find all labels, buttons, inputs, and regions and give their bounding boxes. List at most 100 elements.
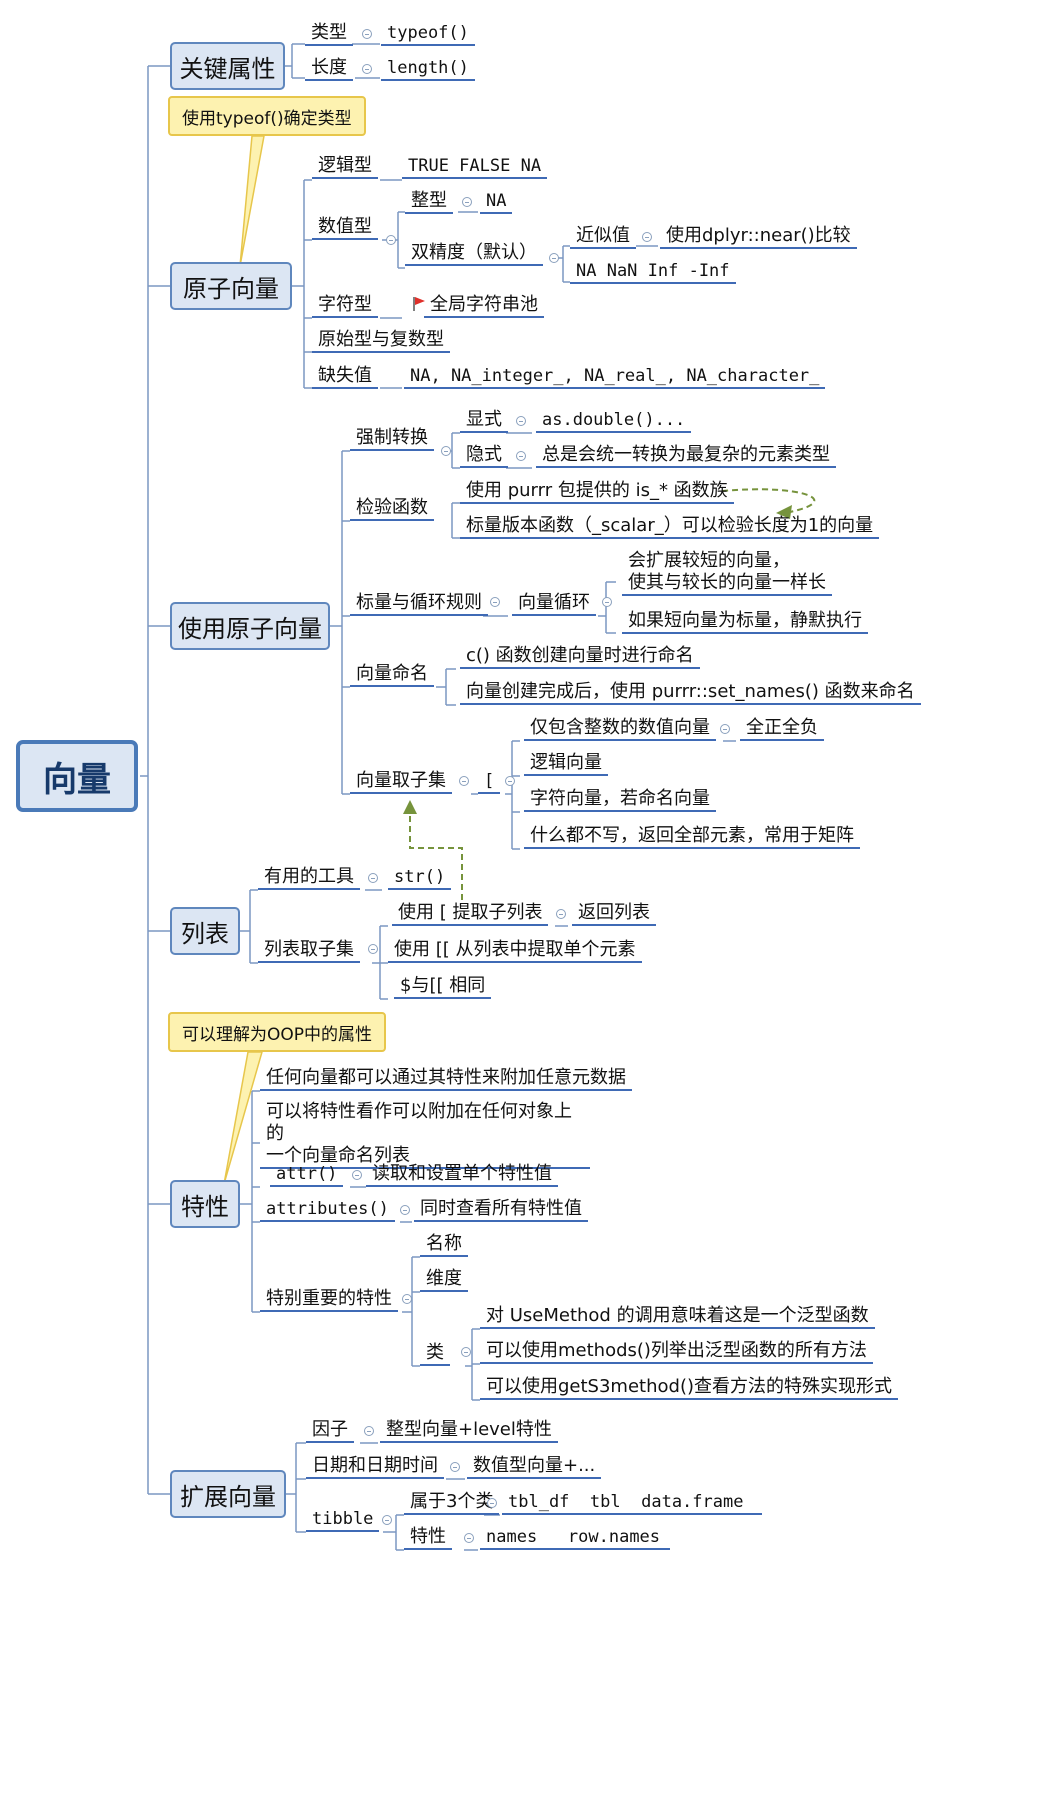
node-naming-set[interactable]: 向量创建完成后，使用 purrr::set_names() 函数来命名: [460, 681, 921, 705]
collapse-icon[interactable]: [364, 1426, 374, 1436]
node-class-gets3[interactable]: 可以使用getS3method()查看方法的特殊实现形式: [480, 1376, 898, 1400]
node-type-label[interactable]: 类型: [305, 22, 353, 46]
collapse-icon[interactable]: [441, 446, 451, 456]
node-attributes-fn[interactable]: attributes(): [260, 1198, 395, 1222]
collapse-icon[interactable]: [382, 1515, 392, 1525]
node-naming[interactable]: 向量命名: [350, 663, 434, 687]
collapse-icon[interactable]: [400, 1205, 410, 1215]
node-class-usemethod[interactable]: 对 UseMethod 的调用意味着这是一个泛型函数: [480, 1305, 875, 1329]
node-subsetting[interactable]: 向量取子集: [350, 770, 452, 794]
node-recycle-silent[interactable]: 如果短向量为标量，静默执行: [622, 610, 868, 634]
collapse-icon[interactable]: [459, 776, 469, 786]
collapse-icon[interactable]: [352, 1170, 362, 1180]
node-string-pool[interactable]: 全局字符串池: [424, 294, 544, 318]
node-classes-list[interactable]: tbl_df tbl data.frame: [502, 1491, 762, 1515]
node-check-scalar[interactable]: 标量版本函数（_scalar_）可以检验长度为1的向量: [460, 515, 880, 539]
topic-using-atomic-vectors[interactable]: 使用原子向量: [170, 602, 330, 650]
node-classes3[interactable]: 属于3个类: [404, 1491, 500, 1515]
node-sub-logical[interactable]: 逻辑向量: [524, 752, 608, 776]
node-missing[interactable]: 缺失值: [312, 365, 378, 389]
collapse-icon[interactable]: [362, 64, 372, 74]
node-integer[interactable]: 整型: [405, 190, 453, 214]
node-sub-empty[interactable]: 什么都不写，返回全部元素，常用于矩阵: [524, 825, 860, 849]
topic-atomic-vectors[interactable]: 原子向量: [170, 262, 292, 310]
node-names[interactable]: 名称: [420, 1233, 468, 1257]
node-missing-values[interactable]: NA, NA_integer_, NA_real_, NA_character_: [404, 365, 826, 389]
node-coercion[interactable]: 强制转换: [350, 427, 434, 451]
node-vector-recycling[interactable]: 向量循环: [512, 592, 596, 616]
node-str[interactable]: str(): [388, 866, 452, 890]
node-double-bracket[interactable]: 使用 [[ 从列表中提取单个元素: [388, 939, 642, 963]
collapse-icon[interactable]: [720, 724, 730, 734]
node-tibble[interactable]: tibble: [306, 1508, 380, 1532]
topic-lists[interactable]: 列表: [170, 907, 240, 955]
node-double[interactable]: 双精度（默认）: [405, 242, 543, 266]
collapse-icon[interactable]: [462, 197, 472, 207]
collapse-icon[interactable]: [362, 29, 372, 39]
collapse-icon[interactable]: [450, 1462, 460, 1472]
collapse-icon[interactable]: [368, 944, 378, 954]
node-implicit-desc[interactable]: 总是会统一转换为最复杂的元素类型: [536, 444, 836, 468]
collapse-icon[interactable]: [402, 1294, 412, 1304]
collapse-icon[interactable]: [516, 451, 526, 461]
node-raw-complex[interactable]: 原始型与复数型: [312, 329, 450, 353]
node-numeric[interactable]: 数值型: [312, 216, 378, 240]
collapse-icon[interactable]: [490, 597, 500, 607]
node-factor[interactable]: 因子: [306, 1419, 354, 1443]
collapse-icon[interactable]: [516, 416, 526, 426]
node-bracket[interactable]: [: [478, 770, 501, 794]
node-explicit-fn[interactable]: as.double()...: [536, 409, 692, 433]
node-factor-desc[interactable]: 整型向量+level特性: [380, 1419, 558, 1443]
node-attr-desc[interactable]: 读取和设置单个特性值: [366, 1163, 558, 1187]
node-recycling[interactable]: 标量与循环规则: [350, 592, 488, 616]
collapse-icon[interactable]: [461, 1347, 471, 1357]
node-sub-int[interactable]: 仅包含整数的数值向量: [524, 717, 716, 741]
collapse-icon[interactable]: [602, 597, 612, 607]
node-attributes-desc[interactable]: 同时查看所有特性值: [414, 1198, 588, 1222]
node-traits-list[interactable]: names row.names: [480, 1526, 670, 1550]
node-single-bracket[interactable]: 使用 [ 提取子列表: [392, 902, 549, 926]
node-dims[interactable]: 维度: [420, 1268, 468, 1292]
node-typeof[interactable]: typeof(): [381, 22, 475, 46]
node-logical[interactable]: 逻辑型: [312, 155, 378, 179]
collapse-icon[interactable]: [505, 776, 515, 786]
collapse-icon[interactable]: [368, 873, 378, 883]
node-character[interactable]: 字符型: [312, 294, 378, 318]
collapse-icon[interactable]: [464, 1533, 474, 1543]
node-important[interactable]: 特别重要的特性: [260, 1288, 398, 1312]
node-special-values[interactable]: NA NaN Inf -Inf: [570, 260, 736, 284]
node-approx-how[interactable]: 使用dplyr::near()比较: [660, 225, 857, 249]
node-check-purrr[interactable]: 使用 purrr 包提供的 is_* 函数族: [460, 480, 734, 504]
node-sub-int-rule[interactable]: 全正全负: [740, 717, 824, 741]
collapse-icon[interactable]: [386, 235, 396, 245]
node-traits[interactable]: 特性: [404, 1526, 452, 1550]
node-recycle-desc[interactable]: 会扩展较短的向量，使其与较长的向量一样长: [622, 550, 832, 596]
node-list-subsetting[interactable]: 列表取子集: [258, 939, 360, 963]
node-check[interactable]: 检验函数: [350, 497, 434, 521]
node-attr-fn[interactable]: attr(): [270, 1163, 344, 1187]
node-tools[interactable]: 有用的工具: [258, 866, 360, 890]
topic-augmented-vectors[interactable]: 扩展向量: [170, 1470, 286, 1518]
topic-attributes[interactable]: 特性: [170, 1180, 240, 1228]
node-named-list[interactable]: 可以将特性看作可以附加在任何对象上的一个向量命名列表: [260, 1101, 590, 1169]
node-naming-c[interactable]: c() 函数创建向量时进行命名: [460, 645, 700, 669]
node-length-label[interactable]: 长度: [305, 57, 353, 81]
collapse-icon[interactable]: [556, 909, 566, 919]
node-length-fn[interactable]: length(): [381, 57, 475, 81]
node-class-methods[interactable]: 可以使用methods()列举出泛型函数的所有方法: [480, 1340, 873, 1364]
collapse-icon[interactable]: [549, 253, 559, 263]
node-logical-values[interactable]: TRUE FALSE NA: [402, 155, 548, 179]
node-sub-char[interactable]: 字符向量，若命名向量: [524, 788, 716, 812]
node-dollar[interactable]: $与[[ 相同: [394, 975, 492, 999]
node-dates-desc[interactable]: 数值型向量+...: [467, 1455, 602, 1479]
node-returns-list[interactable]: 返回列表: [572, 902, 656, 926]
root-topic[interactable]: 向量: [16, 740, 138, 812]
node-integer-na[interactable]: NA: [480, 190, 513, 214]
node-explicit[interactable]: 显式: [460, 409, 508, 433]
topic-key-attributes[interactable]: 关键属性: [170, 42, 285, 90]
collapse-icon[interactable]: [487, 1498, 497, 1508]
node-implicit[interactable]: 隐式: [460, 444, 508, 468]
node-dates[interactable]: 日期和日期时间: [306, 1455, 444, 1479]
node-any-vector[interactable]: 任何向量都可以通过其特性来附加任意元数据: [260, 1067, 632, 1091]
node-approx[interactable]: 近似值: [570, 225, 636, 249]
